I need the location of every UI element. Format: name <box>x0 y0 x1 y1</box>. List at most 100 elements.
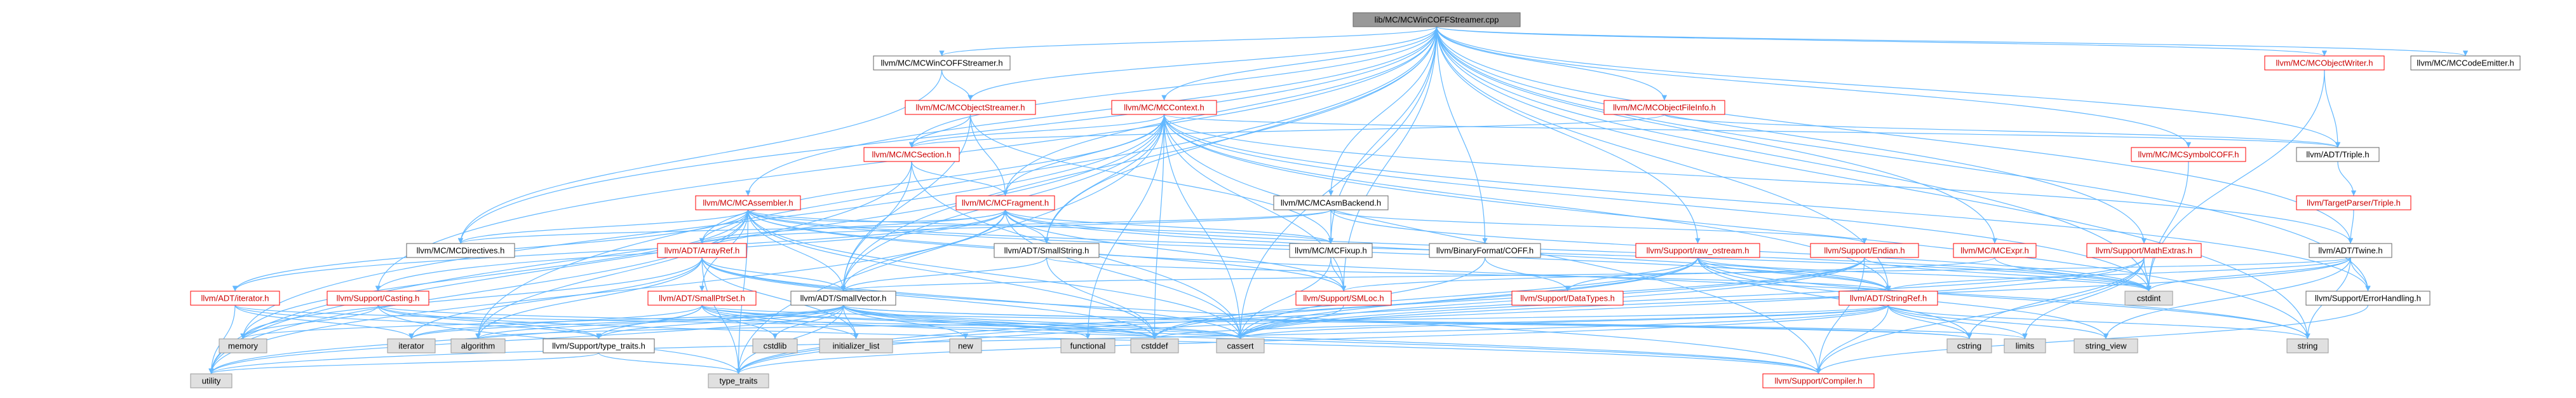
node-box[interactable] <box>2131 147 2246 162</box>
node-llvm-support-endian-h[interactable]: llvm/Support/Endian.h <box>1810 243 1919 258</box>
edge-root-to-codeEmitter <box>1436 26 2468 57</box>
node-llvm-mc-mcexpr-h[interactable]: llvm/MC/MCExpr.h <box>1953 243 2037 258</box>
node-box[interactable] <box>1838 291 1938 306</box>
edge-rawOstream-to-stringRef <box>1697 257 1891 292</box>
edge-smallVector-to-cassert <box>842 305 1243 340</box>
node-llvm-support-errorhandling-h[interactable]: llvm/Support/ErrorHandling.h <box>2305 291 2431 306</box>
node-box[interactable] <box>2305 291 2431 306</box>
node-box[interactable] <box>657 243 747 258</box>
node-box[interactable] <box>1762 373 1875 388</box>
node-box[interactable] <box>1273 195 1389 210</box>
node-box[interactable] <box>2309 243 2392 258</box>
node-llvm-mc-mcobjectstreamer-h[interactable]: llvm/MC/MCObjectStreamer.h <box>905 100 1036 115</box>
node-box[interactable] <box>1953 243 2037 258</box>
node-box[interactable] <box>905 100 1036 115</box>
node-llvm-mc-mcfixup-h[interactable]: llvm/MC/MCFixup.h <box>1289 243 1373 258</box>
node-box[interactable] <box>190 291 280 306</box>
node-box[interactable] <box>994 243 1100 258</box>
node-llvm-mc-mcdirectives-h[interactable]: llvm/MC/MCDirectives.h <box>406 243 515 258</box>
node-box <box>2004 338 2046 353</box>
edge-mathExtras-to-compiler <box>1816 257 2145 374</box>
node-label: llvm/MC/MCContext.h <box>1124 103 1204 113</box>
node-box[interactable] <box>790 291 896 306</box>
node-llvm-adt-smallstring-h[interactable]: llvm/ADT/SmallString.h <box>994 243 1100 258</box>
edge-mcExpr-to-cstdint <box>1994 257 2152 292</box>
node-llvm-support-compiler-h[interactable]: llvm/Support/Compiler.h <box>1762 373 1875 388</box>
node-llvm-binaryformat-coff-h[interactable]: llvm/BinaryFormat/COFF.h <box>1429 243 1541 258</box>
node-llvm-adt-iterator-h[interactable]: llvm/ADT/iterator.h <box>190 291 280 306</box>
edge-root-to-binCOFF <box>1436 26 1488 244</box>
node-box[interactable] <box>863 147 960 162</box>
edge-smallString-to-cstddef <box>1046 257 1157 340</box>
node-box[interactable] <box>2296 195 2411 210</box>
node-box[interactable] <box>2086 243 2202 258</box>
node-llvm-adt-smallptrset-h[interactable]: llvm/ADT/SmallPtrSet.h <box>647 291 757 306</box>
edge-objFileInfo-to-triple <box>1664 114 2340 148</box>
node-label: type_traits <box>720 376 758 386</box>
node-llvm-mc-mcwincoffstreamer-h[interactable]: llvm/MC/MCWinCOFFStreamer.h <box>873 55 1011 71</box>
node-box[interactable] <box>695 195 801 210</box>
node-box[interactable] <box>406 243 515 258</box>
edge-root-to-fixup <box>1328 26 1438 244</box>
edge-typeTraitsH-to-typeTraits <box>598 352 741 374</box>
node-box[interactable] <box>327 291 429 306</box>
node-lib-mc-mcwincoffstreamer-cpp[interactable]: lib/MC/MCWinCOFFStreamer.cpp <box>1352 12 1521 27</box>
node-llvm-mc-mcassembler-h[interactable]: llvm/MC/MCAssembler.h <box>695 195 801 210</box>
node-llvm-mc-mcobjectwriter-h[interactable]: llvm/MC/MCObjectWriter.h <box>2264 55 2385 71</box>
node-llvm-support-mathextras-h[interactable]: llvm/Support/MathExtras.h <box>2086 243 2202 258</box>
node-llvm-adt-stringref-h[interactable]: llvm/ADT/StringRef.h <box>1838 291 1938 306</box>
node-llvm-mc-mccodeemitter-h[interactable]: llvm/MC/MCCodeEmitter.h <box>2410 55 2521 71</box>
node-box[interactable] <box>1635 243 1760 258</box>
node-box[interactable] <box>1111 100 1217 115</box>
node-label: llvm/Support/MathExtras.h <box>2096 246 2192 256</box>
node-llvm-mc-mcsection-h[interactable]: llvm/MC/MCSection.h <box>863 147 960 162</box>
node-llvm-support-raw-ostream-h[interactable]: llvm/Support/raw_ostream.h <box>1635 243 1760 258</box>
node-llvm-support-smloc-h[interactable]: llvm/Support/SMLoc.h <box>1295 291 1392 306</box>
node-llvm-targetparser-triple-h[interactable]: llvm/TargetParser/Triple.h <box>2296 195 2411 210</box>
node-llvm-support-type-traits-h[interactable]: llvm/Support/type_traits.h <box>543 338 655 353</box>
node-llvm-mc-mcsymbolcoff-h[interactable]: llvm/MC/MCSymbolCOFF.h <box>2131 147 2246 162</box>
node-box[interactable] <box>2264 55 2385 71</box>
node-label: llvm/Support/ErrorHandling.h <box>2315 294 2421 303</box>
node-box[interactable] <box>543 338 655 353</box>
node-box[interactable] <box>955 195 1055 210</box>
node-label: algorithm <box>461 341 495 351</box>
edge-stringRef-to-cassert <box>1237 305 1889 340</box>
node-label: llvm/ADT/SmallString.h <box>1004 246 1089 256</box>
node-llvm-adt-smallvector-h[interactable]: llvm/ADT/SmallVector.h <box>790 291 896 306</box>
node-box[interactable] <box>1352 12 1521 27</box>
node-box <box>387 338 436 353</box>
node-label: cstdint <box>2137 294 2161 303</box>
node-box[interactable] <box>1295 291 1392 306</box>
edge-twine-to-cstdint <box>2146 257 2351 292</box>
node-box[interactable] <box>873 55 1011 71</box>
node-label: initializer_list <box>833 341 880 351</box>
edge-smallVector-to-algorithm <box>475 305 844 340</box>
node-llvm-adt-triple-h[interactable]: llvm/ADT/Triple.h <box>2296 147 2380 162</box>
node-box[interactable] <box>2410 55 2521 71</box>
node-box[interactable] <box>1511 291 1624 306</box>
node-llvm-support-datatypes-h[interactable]: llvm/Support/DataTypes.h <box>1511 291 1624 306</box>
edge-arrayRef-to-cstddef <box>701 257 1157 340</box>
node-box[interactable] <box>1429 243 1541 258</box>
node-llvm-support-casting-h[interactable]: llvm/Support/Casting.h <box>327 291 429 306</box>
node-type-traits: type_traits <box>708 373 769 388</box>
edge-casting-to-memory <box>240 305 379 340</box>
edge-smallVector-to-iterator <box>408 305 844 340</box>
node-string-view: string_view <box>2074 338 2138 353</box>
node-label: llvm/Support/raw_ostream.h <box>1647 246 1750 256</box>
node-label: llvm/MC/MCFragment.h <box>962 198 1049 208</box>
node-box[interactable] <box>1603 100 1725 115</box>
node-box[interactable] <box>2296 147 2380 162</box>
edge-assembler-to-fixup <box>747 209 1333 244</box>
node-box[interactable] <box>1289 243 1373 258</box>
node-box[interactable] <box>647 291 757 306</box>
node-llvm-adt-arrayref-h[interactable]: llvm/ADT/ArrayRef.h <box>657 243 747 258</box>
node-llvm-adt-twine-h[interactable]: llvm/ADT/Twine.h <box>2309 243 2392 258</box>
node-llvm-mc-mccontext-h[interactable]: llvm/MC/MCContext.h <box>1111 100 1217 115</box>
node-llvm-mc-mcfragment-h[interactable]: llvm/MC/MCFragment.h <box>955 195 1055 210</box>
edge-assembler-to-smallVector <box>747 209 846 292</box>
node-llvm-mc-mcasmbackend-h[interactable]: llvm/MC/MCAsmBackend.h <box>1273 195 1389 210</box>
node-box[interactable] <box>1810 243 1919 258</box>
node-llvm-mc-mcobjectfileinfo-h[interactable]: llvm/MC/MCObjectFileInfo.h <box>1603 100 1725 115</box>
